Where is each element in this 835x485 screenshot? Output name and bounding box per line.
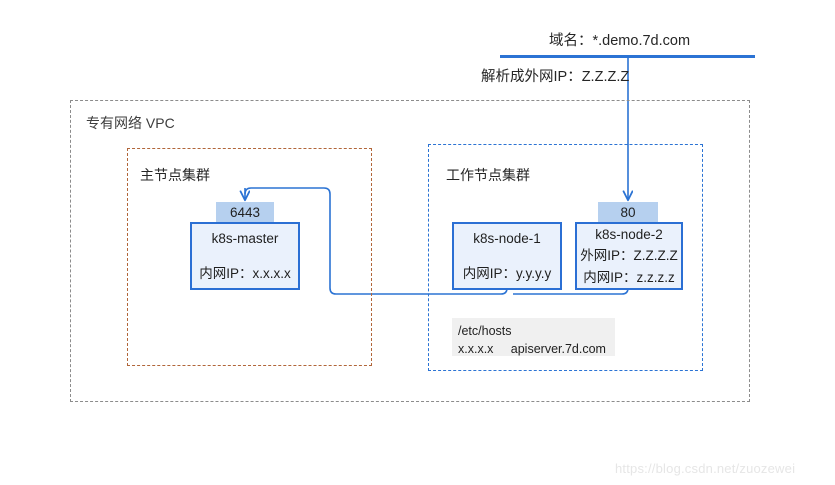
node-name-k8s-node-1: k8s-node-1 bbox=[473, 230, 541, 246]
watermark: https://blog.csdn.net/zuozewei bbox=[615, 461, 796, 476]
node-internal-ip-k8s-master: 内网IP：x.x.x.x bbox=[199, 265, 291, 281]
node-name-k8s-node-2: k8s-node-2 bbox=[595, 226, 663, 242]
vpc-boundary bbox=[70, 100, 750, 402]
etc-hosts-file-path: /etc/hosts bbox=[458, 324, 512, 338]
node-internal-ip-k8s-node-2: 内网IP：z.z.z.z bbox=[583, 269, 675, 285]
node-card-k8s-node-2: k8s-node-2 外网IP：Z.Z.Z.Z 内网IP：z.z.z.z bbox=[575, 222, 683, 290]
resolve-external-ip-label: 解析成外网IP：Z.Z.Z.Z bbox=[481, 69, 630, 85]
worker-cluster-label: 工作节点集群 bbox=[446, 167, 530, 183]
master-cluster-boundary bbox=[127, 148, 372, 366]
master-cluster-label: 主节点集群 bbox=[140, 167, 210, 183]
node-card-k8s-master: k8s-master 内网IP：x.x.x.x bbox=[190, 222, 300, 290]
vpc-label: 专有网络 VPC bbox=[86, 115, 175, 131]
node-internal-ip-k8s-node-1: 内网IP：y.y.y.y bbox=[462, 265, 552, 281]
node-card-k8s-node-1: k8s-node-1 内网IP：y.y.y.y bbox=[452, 222, 562, 290]
port-badge-6443: 6443 bbox=[216, 202, 274, 222]
node-name-k8s-master: k8s-master bbox=[211, 230, 279, 246]
port-badge-80: 80 bbox=[598, 202, 658, 222]
etc-hosts-note: /etc/hosts x.x.x.x apiserver.7d.com bbox=[452, 318, 615, 356]
worker-cluster-boundary bbox=[428, 144, 703, 371]
etc-hosts-entry: x.x.x.x apiserver.7d.com bbox=[458, 342, 606, 357]
domain-label: 域名：*.demo.7d.com bbox=[549, 33, 691, 49]
node-external-ip-k8s-node-2: 外网IP：Z.Z.Z.Z bbox=[580, 247, 678, 263]
